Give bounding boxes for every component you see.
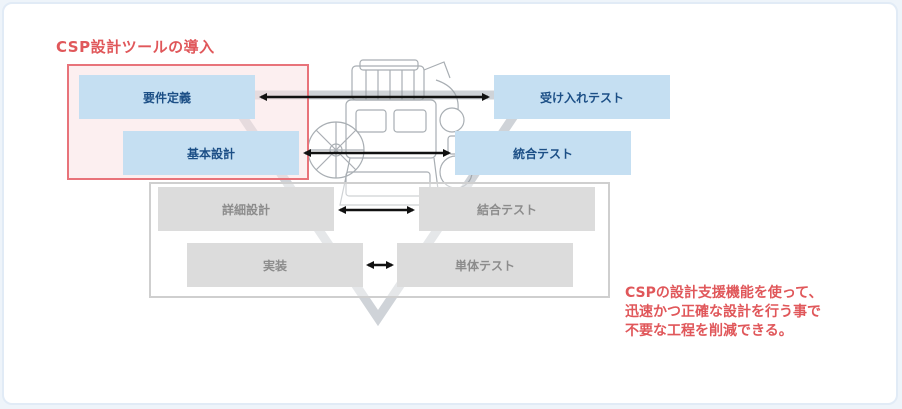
phase-requirements: 要件定義 xyxy=(79,75,255,119)
phase-combined-test: 結合テスト xyxy=(419,187,595,231)
benefit-message: CSPの設計支援機能を使って、 迅速かつ正確な設計を行う事で 不要な工程を削減で… xyxy=(625,284,822,341)
phase-unit-test: 単体テスト xyxy=(397,243,573,287)
phase-detailed-design: 詳細設計 xyxy=(158,187,334,231)
message-line: 迅速かつ正確な設計を行う事で xyxy=(625,304,821,320)
page-title: CSP設計ツールの導入 xyxy=(56,38,215,56)
phase-integration-test: 統合テスト xyxy=(455,131,631,175)
phase-basic-design: 基本設計 xyxy=(123,131,299,175)
phase-implementation: 実装 xyxy=(187,243,363,287)
message-line: CSPの設計支援機能を使って、 xyxy=(625,285,823,301)
message-line: 不要な工程を削減できる。 xyxy=(625,323,793,339)
phase-acceptance-test: 受け入れテスト xyxy=(494,75,670,119)
